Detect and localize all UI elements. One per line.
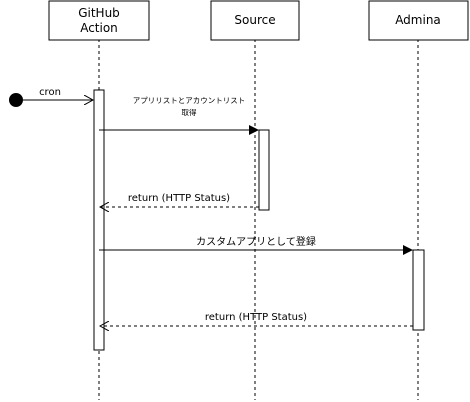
participant-admina: Admina xyxy=(368,0,469,41)
activation-github-action xyxy=(93,89,105,351)
participant-source: Source xyxy=(210,0,300,41)
message-cron: cron xyxy=(23,87,93,100)
message-return-source: return (HTTP Status) xyxy=(100,193,259,207)
participant-github-action-label-line2: Action xyxy=(80,21,118,35)
message-return-source-label: return (HTTP Status) xyxy=(128,193,230,204)
participant-github-action: GitHub Action xyxy=(48,0,150,41)
message-fetch-lists: アプリリストとアカウントリスト 取得 xyxy=(99,96,259,135)
activation-admina xyxy=(412,249,425,331)
message-register-custom-app-label: カスタムアプリとして登録 xyxy=(196,235,316,248)
activation-source xyxy=(258,129,270,211)
message-fetch-lists-label-line1: アプリリストとアカウントリスト xyxy=(133,96,246,105)
participant-admina-label: Admina xyxy=(395,13,441,27)
message-return-admina: return (HTTP Status) xyxy=(100,312,413,326)
message-fetch-lists-label-line2: 取得 xyxy=(182,107,197,117)
start-node xyxy=(9,93,23,107)
message-register-custom-app: カスタムアプリとして登録 xyxy=(99,235,413,255)
participant-source-label: Source xyxy=(234,13,275,27)
message-cron-label: cron xyxy=(39,87,61,98)
participant-github-action-label-line1: GitHub xyxy=(78,6,120,20)
message-return-admina-label: return (HTTP Status) xyxy=(205,312,307,323)
